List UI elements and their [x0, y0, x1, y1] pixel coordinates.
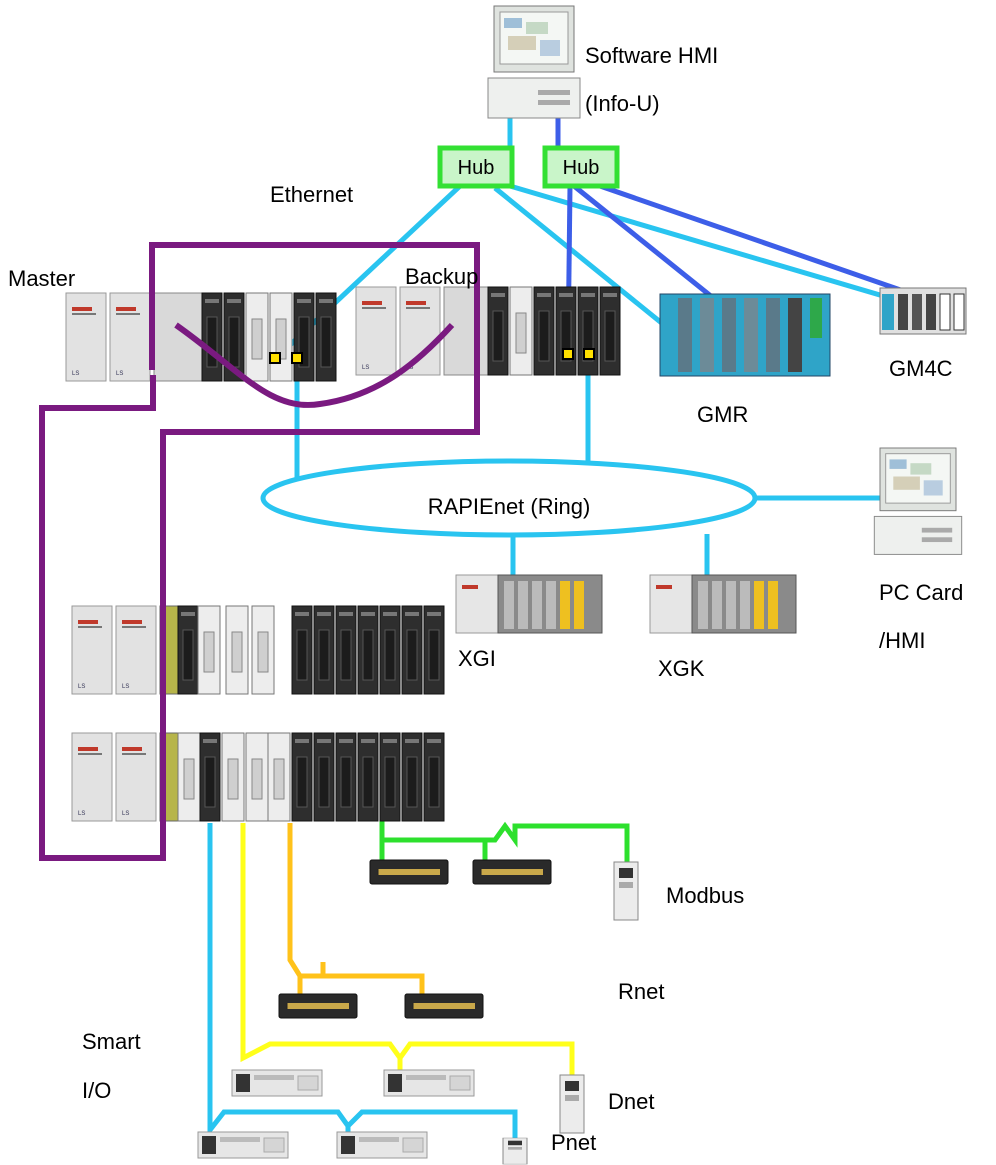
dnet-cable	[240, 823, 575, 1075]
backup-port-2	[583, 348, 595, 360]
master-port-1	[269, 352, 281, 364]
dnet-smart-io-2-icon[interactable]	[383, 1069, 475, 1097]
hub-2-label: Hub	[563, 157, 600, 179]
ethernet-label: Ethernet	[270, 182, 353, 207]
hub1-gm4c-cable	[509, 183, 891, 301]
rnet-cable	[287, 823, 425, 996]
pnet-cable	[207, 823, 518, 1140]
gmr-label: GMR	[697, 402, 748, 427]
pc-workstation-icon[interactable]	[487, 5, 581, 119]
modbus-cable	[379, 815, 630, 862]
gm4c-plc-icon[interactable]	[879, 287, 967, 335]
software-hmi-label-1: Software HMI	[585, 43, 718, 68]
modbus-label: Modbus	[666, 883, 744, 908]
pnet-smart-io-2-icon[interactable]	[336, 1131, 428, 1159]
rapienet-ring	[260, 458, 758, 538]
pc-card-hmi-icon[interactable]	[873, 447, 963, 555]
pc-card-label-2: /HMI	[879, 628, 925, 653]
modbus-io-block-1-icon[interactable]	[369, 859, 449, 885]
gmr-plc-rack-icon[interactable]	[659, 293, 831, 377]
hub-2[interactable]	[542, 145, 620, 189]
expansion-rack-2-icon[interactable]	[71, 732, 445, 822]
hub-1[interactable]	[437, 145, 515, 189]
master-port-2	[291, 352, 303, 364]
smart-io-label-2: I/O	[82, 1078, 111, 1103]
hub2-gm4c-cable	[599, 183, 916, 298]
duplex-cable-master-backup	[39, 242, 480, 861]
backup-label: Backup	[405, 264, 478, 289]
rapienet-label: RAPIEnet (Ring)	[428, 494, 591, 519]
xgi-label: XGI	[458, 646, 496, 671]
duplex-cable-cross	[174, 322, 455, 408]
smart-io-label-1: Smart	[82, 1029, 141, 1054]
pnet-smart-io-1-icon[interactable]	[197, 1131, 289, 1159]
backup-plc-rack-icon[interactable]	[355, 286, 621, 376]
pnet-label: Pnet	[551, 1130, 596, 1155]
xgk-label: XGK	[658, 656, 705, 681]
rnet-io-block-1-icon[interactable]	[278, 993, 358, 1019]
dnet-smart-io-1-icon[interactable]	[231, 1069, 323, 1097]
expansion-rack-1-icon[interactable]	[71, 605, 445, 695]
pc-card-label-1: PC Card	[879, 580, 963, 605]
xgk-plc-rack-icon[interactable]	[649, 574, 797, 634]
dnet-adapter-icon[interactable]	[559, 1074, 585, 1134]
modbus-io-block-2-icon[interactable]	[472, 859, 552, 885]
dnet-label: Dnet	[608, 1089, 654, 1114]
software-hmi-label-2: (Info-U)	[585, 91, 660, 116]
gm4c-label: GM4C	[889, 356, 953, 381]
backup-port-1	[562, 348, 574, 360]
hub1-gmr-cable	[493, 186, 692, 348]
rnet-label: Rnet	[618, 979, 664, 1004]
hub-1-label: Hub	[458, 157, 495, 179]
xgi-plc-rack-icon[interactable]	[455, 574, 603, 634]
modbus-adapter-icon[interactable]	[613, 861, 639, 921]
master-plc-rack-icon[interactable]	[65, 292, 337, 382]
master-label: Master	[8, 266, 75, 291]
pnet-adapter-icon[interactable]	[502, 1137, 528, 1165]
rnet-io-block-2-icon[interactable]	[404, 993, 484, 1019]
